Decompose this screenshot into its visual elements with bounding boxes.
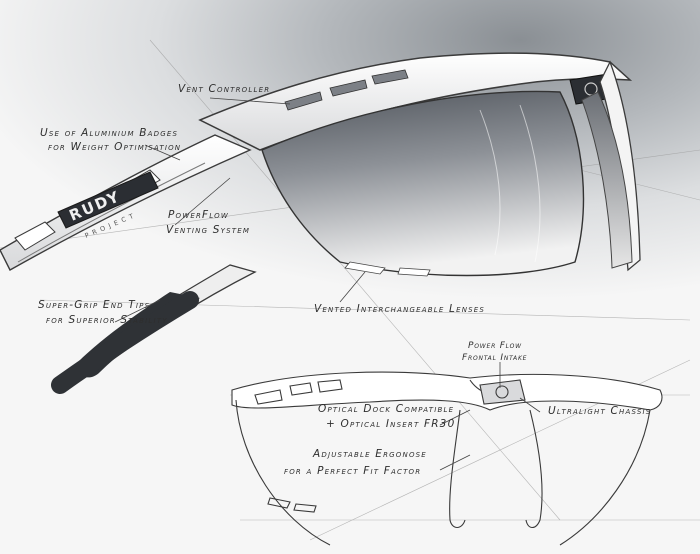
annotation-powerflow-line1: PowerFlow bbox=[168, 209, 230, 221]
annotation-end-tips-line1: Super-Grip End Tips bbox=[38, 299, 151, 311]
annotation-ultralight-chassis: Ultralight Chassis bbox=[548, 405, 652, 417]
annotation-optical-dock-line2: + Optical Insert FR30 bbox=[326, 418, 456, 430]
lens bbox=[261, 90, 585, 277]
annotation-aluminum-badges-line2: for Weight Optimisation bbox=[48, 141, 182, 153]
lens-reflections bbox=[479, 104, 541, 263]
annotation-ergonose-line2: for a Perfect Fit Factor bbox=[284, 465, 422, 477]
lower-arm-end-tip bbox=[51, 264, 257, 394]
annotation-frontal-intake-line1: Power Flow bbox=[468, 341, 522, 351]
vent-slot bbox=[329, 79, 368, 97]
lens-vent bbox=[344, 261, 386, 275]
front-view-lineart bbox=[231, 371, 663, 546]
annotation-powerflow-line2: Venting System bbox=[166, 224, 251, 236]
lens-vent bbox=[397, 267, 431, 277]
vent-slot bbox=[284, 91, 323, 111]
annotation-frontal-intake-line2: Frontal Intake bbox=[462, 353, 528, 363]
annotation-vented-lenses: Vented Interchangeable Lenses bbox=[314, 303, 486, 315]
annotation-vent-controller: Vent Controller bbox=[178, 83, 271, 95]
annotation-end-tips-line2: for Superior Stability bbox=[46, 314, 168, 326]
annotation-optical-dock-line1: Optical Dock Compatible bbox=[318, 403, 455, 415]
lens-right bbox=[581, 91, 633, 269]
annotation-ergonose-line1: Adjustable Ergonose bbox=[313, 448, 427, 460]
temple-arm: RUDY PROJECT bbox=[0, 134, 252, 271]
annotation-aluminum-badges-line1: Use of Aluminium Badges bbox=[40, 127, 179, 139]
vent-slot bbox=[371, 69, 409, 85]
leader-lines bbox=[114, 97, 541, 471]
